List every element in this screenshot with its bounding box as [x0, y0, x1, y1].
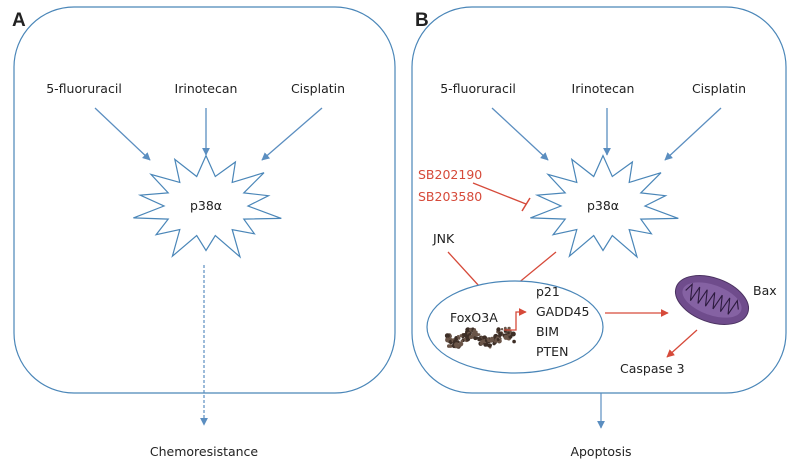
panel-b-drug-cisplatin: Cisplatin [692, 81, 746, 96]
panel-b-bax-label: Bax [753, 283, 777, 298]
panel-a-drug-5-fluoruracil: 5-fluoruracil [46, 81, 122, 96]
panel-a-p38-starburst [133, 154, 282, 259]
panel-a-drug-cisplatin: Cisplatin [291, 81, 345, 96]
dna-dot [499, 337, 502, 340]
panel-b-arrow-cisplatin-to-p38 [664, 107, 722, 161]
dna-dot [507, 326, 511, 330]
panel-b-arrow-mitochondria-to-caspase3 [666, 329, 698, 358]
panel-b-arrow-foxo3a-to-genes [504, 308, 527, 331]
panel-b-drug-irinotecan: Irinotecan [572, 81, 635, 96]
dna-dot [473, 336, 478, 341]
panel-a-drug-irinotecan: Irinotecan [175, 81, 238, 96]
panel-b-inhibition-bar [521, 197, 531, 212]
panel-a: A 5-fluoruracil Irinotecan Cisplatin p38… [12, 6, 396, 459]
dna-dot [507, 331, 510, 335]
panel-b-gene-pten: PTEN [536, 344, 568, 359]
panel-b-dna-icon [444, 326, 516, 349]
dna-dot [478, 337, 482, 341]
panel-b-gene-bim: BIM [536, 324, 559, 339]
panel-b-letter: B [415, 10, 429, 31]
dna-dot [503, 334, 509, 340]
dna-dot [465, 337, 471, 342]
dna-dot [488, 343, 493, 348]
panel-a-arrow-5fu-to-p38 [94, 107, 151, 161]
panel-b-drug-5-fluoruracil: 5-fluoruracil [440, 81, 516, 96]
panel-b-p38-label: p38α [587, 198, 619, 213]
dna-dot [461, 336, 465, 339]
dna-dot [476, 336, 480, 340]
panel-b-mitochondrion-icon [675, 275, 749, 325]
panel-b-foxo3a-label: FoxO3A [450, 310, 498, 325]
panel-b-arrow-5fu-to-p38 [491, 107, 549, 161]
dna-dot [454, 342, 459, 348]
dna-dot [496, 327, 501, 332]
panel-b-outcome-apoptosis: Apoptosis [570, 444, 631, 459]
dna-dot [471, 327, 475, 331]
dna-dot [444, 333, 450, 339]
dna-dot [460, 339, 464, 343]
panel-b-gene-gadd45: GADD45 [536, 304, 589, 319]
dna-dot [489, 337, 495, 343]
dna-dot [509, 335, 512, 339]
dna-dot [477, 333, 481, 336]
dna-dot [474, 330, 478, 334]
panel-b-gene-p21: p21 [536, 284, 560, 299]
panel-a-letter: A [12, 10, 26, 31]
panel-b-caspase3-label: Caspase 3 [620, 361, 685, 376]
panel-a-outcome-chemoresistance: Chemoresistance [150, 444, 259, 459]
panel-b-p38-starburst [530, 154, 679, 259]
dna-dot [512, 339, 516, 344]
panel-b: B 5-fluoruracil Irinotecan Cisplatin SB2… [411, 6, 787, 459]
dna-dot [457, 336, 461, 340]
panel-a-p38-label: p38α [190, 198, 222, 213]
panel-b-nucleus [426, 280, 604, 374]
mitochondrion-cristae [685, 282, 739, 315]
panel-a-arrow-cisplatin-to-p38 [261, 107, 323, 161]
dna-dot [475, 333, 479, 337]
dna-dot [458, 341, 464, 347]
dna-dot [500, 328, 504, 331]
dna-dot [498, 331, 503, 337]
panel-b-inhibitor-sb202190: SB202190 [418, 167, 482, 182]
dna-dot [496, 338, 500, 341]
panel-b-jnk-label: JNK [432, 231, 455, 246]
panel-b-inhibitor-sb203580: SB203580 [418, 189, 482, 204]
dna-dot [448, 344, 453, 348]
dna-dot [510, 331, 516, 337]
panel-b-inhibition-line [472, 182, 527, 205]
panel-b-cell-boundary [411, 6, 787, 394]
